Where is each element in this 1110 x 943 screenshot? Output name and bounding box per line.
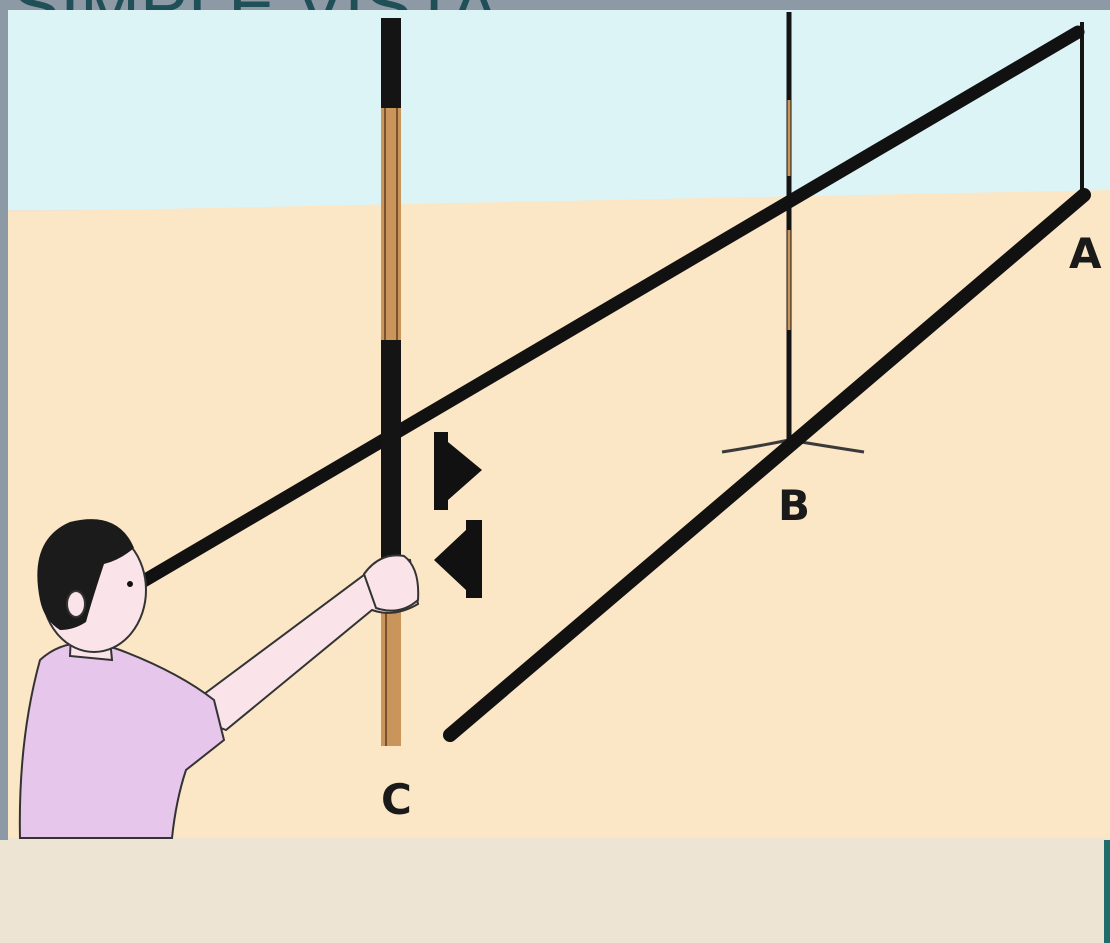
accent-bar	[1104, 840, 1110, 943]
ranging-rod-c-black-top	[381, 18, 401, 108]
label-a: A	[1069, 229, 1102, 278]
person-with-rod	[18, 519, 420, 839]
slide-top-bar	[0, 0, 1110, 10]
move-right-arrow-icon	[434, 432, 482, 510]
ranging-rod-c-black-mid	[381, 340, 401, 570]
label-c: C	[381, 775, 412, 824]
ground-line-ab	[443, 188, 1091, 742]
line-of-sight	[135, 25, 1085, 589]
sky	[8, 10, 1110, 210]
person-hair	[37, 519, 135, 630]
person-eye	[127, 581, 133, 587]
person-hand	[362, 554, 420, 612]
move-left-arrow-icon	[434, 520, 482, 598]
slide-left-bar	[0, 0, 8, 840]
label-b: B	[778, 481, 810, 530]
person-ear	[66, 590, 86, 618]
